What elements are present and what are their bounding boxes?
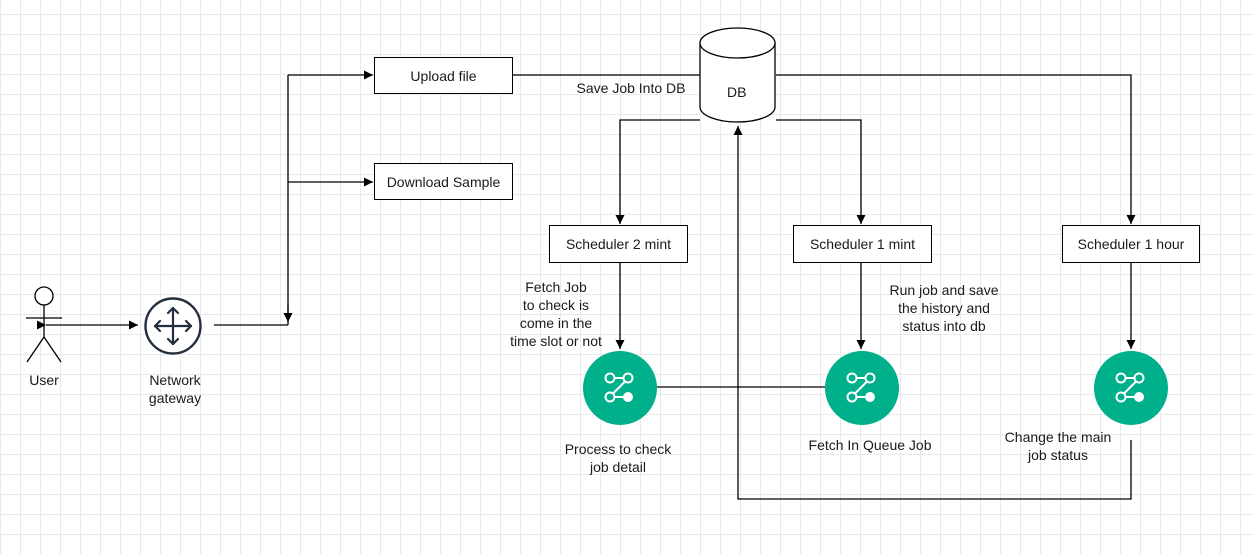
change-status-label: Change the main job status [1004,429,1112,463]
workflow-node-icon [825,351,899,425]
run-job-label: Run job and save the history and status … [889,282,999,334]
save-job-label: Save Job Into DB [576,80,686,96]
download-sample-node[interactable]: Download Sample [374,163,513,200]
db-sched-2-edge [615,119,700,224]
db-label: DB [727,84,747,100]
gateway-label: Network gateway [148,372,202,406]
user-label: User [29,372,59,388]
scheduler-2-mint-node[interactable]: Scheduler 2 mint [549,225,688,263]
stick-figure-icon [26,286,62,363]
db-sched-1-edge [776,119,866,224]
upload-file-node[interactable]: Upload file [374,57,513,94]
fetch-queue-label: Fetch In Queue Job [808,437,932,453]
database-cylinder-icon [699,27,776,123]
scheduler-1-mint-node[interactable]: Scheduler 1 mint [793,225,932,263]
router-arrows-icon [144,297,202,355]
status-feedback-edge [733,126,1132,500]
workflow-node-icon [583,351,657,425]
process-check-label: Process to check job detail [564,441,672,475]
workflow-node-icon [1094,351,1168,425]
db-sched-hour-edge [776,74,1136,224]
scheduler-1-hour-node[interactable]: Scheduler 1 hour [1062,225,1200,263]
fetch-job-label: Fetch Job to check is come in the time s… [510,279,602,349]
